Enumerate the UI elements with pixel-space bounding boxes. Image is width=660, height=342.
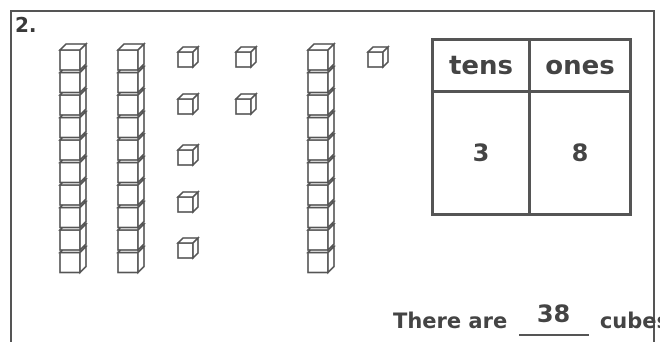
ones-cube	[236, 94, 256, 114]
tens-rod	[118, 44, 144, 273]
ones-cube	[178, 47, 198, 67]
place-value-table: tens ones 3 8	[431, 38, 632, 216]
tens-rod	[308, 44, 334, 273]
ones-value: 8	[531, 93, 629, 213]
sentence-end: cubes.	[600, 309, 660, 333]
ones-cube	[178, 145, 198, 165]
answer-blank: 38	[519, 306, 589, 336]
tens-value: 3	[434, 93, 528, 213]
answer-sentence: There are 38 cubes.	[393, 306, 660, 336]
ones-cube	[368, 47, 388, 67]
ones-header: ones	[531, 41, 629, 93]
sentence-start: There are	[393, 309, 507, 333]
answer-value: 38	[537, 300, 570, 328]
ones-cube	[178, 238, 198, 258]
ones-cube	[178, 94, 198, 114]
tens-rod	[60, 44, 86, 273]
tens-header: tens	[434, 41, 528, 93]
ones-cube	[236, 47, 256, 67]
ones-cube	[178, 192, 198, 212]
